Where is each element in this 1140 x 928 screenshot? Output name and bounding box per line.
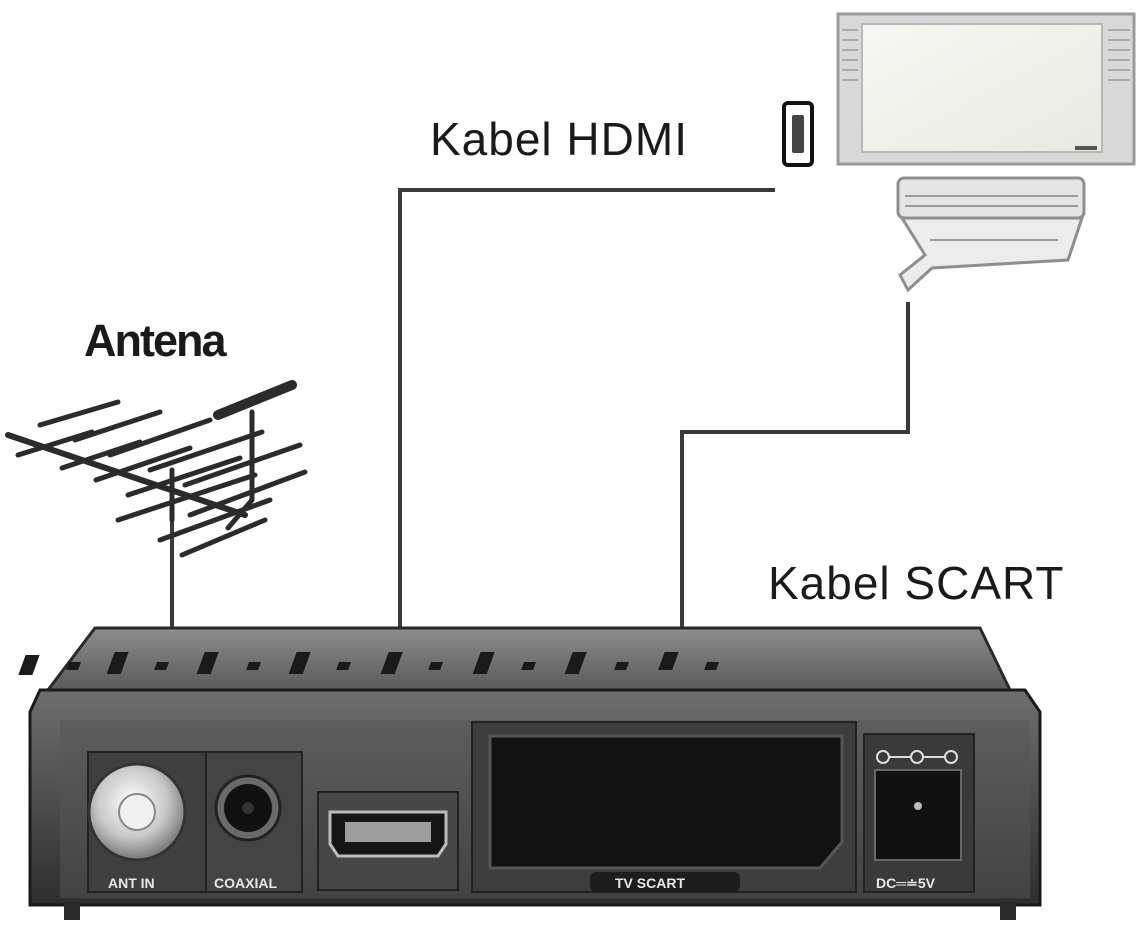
dc-jack-icon [914,802,922,810]
hdmi-cable [398,188,775,628]
hdmi-cable-label: Kabel HDMI [430,113,688,165]
label-ant-in: ANT IN [108,875,155,891]
antenna-icon [5,380,308,558]
receiver-icon: ANT IN COAXIAL TV SCART DC═≐5V [18,626,1042,920]
tv-icon [836,12,1136,293]
vent-slots [18,652,720,675]
label-tv-scart: TV SCART [615,875,685,891]
label-coaxial: COAXIAL [214,875,277,891]
scart-connector-icon [488,734,844,870]
hdmi-connector-icon [782,101,814,167]
scart-cable-label: Kabel SCART [768,557,1065,609]
antenna-label: Antena [84,315,227,366]
scart-cable [680,302,910,628]
label-dc: DC═≐5V [876,875,936,891]
polarity-icon [876,750,958,764]
